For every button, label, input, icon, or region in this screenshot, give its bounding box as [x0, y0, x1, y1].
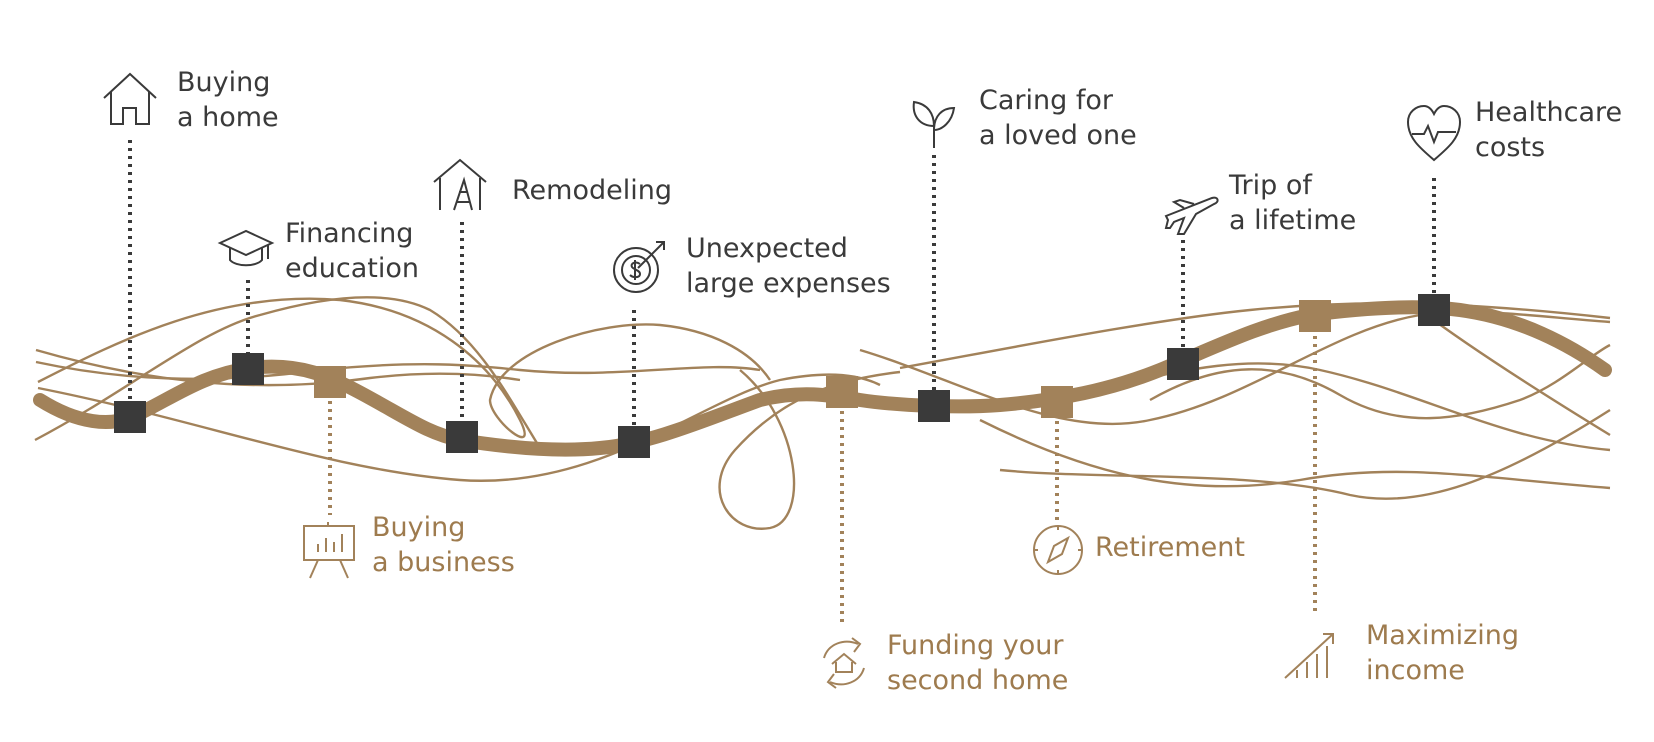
label-line: a loved one: [979, 120, 1137, 151]
label-line: a home: [177, 102, 279, 133]
label-buying-home: Buying a home: [177, 65, 279, 135]
marker-buying-home: [114, 401, 146, 433]
label-line: education: [285, 253, 419, 284]
ladder-house-icon: [433, 158, 487, 211]
marker-buying-business: [314, 366, 346, 398]
label-line: Maximizing: [1366, 620, 1520, 651]
label-line: second home: [887, 665, 1069, 696]
airplane-icon: [1164, 196, 1219, 235]
label-healthcare-costs: Healthcare costs: [1475, 95, 1622, 165]
thread: [37, 373, 881, 482]
compass-icon: [1033, 525, 1083, 575]
sprout-icon: [912, 100, 956, 148]
label-line: Healthcare: [1475, 97, 1623, 128]
label-line: large expenses: [686, 268, 891, 299]
label-funding-second-home: Funding your second home: [887, 628, 1068, 698]
label-caring-loved-one: Caring for a loved one: [979, 83, 1137, 153]
marker-caring: [918, 390, 950, 422]
marker-retirement: [1041, 386, 1073, 418]
thread: [999, 408, 1611, 500]
label-financing-education: Financing education: [285, 216, 419, 286]
heart-pulse-icon: [1406, 104, 1462, 162]
thread: [1149, 343, 1611, 420]
label-trip-of-lifetime: Trip of a lifetime: [1229, 168, 1356, 238]
label-unexpected-expenses: Unexpected large expenses: [686, 231, 891, 301]
label-line: Funding your: [887, 630, 1064, 661]
marker-financing-edu: [232, 353, 264, 385]
marker-trip: [1167, 348, 1199, 380]
label-line: Remodeling: [512, 175, 672, 206]
growth-chart-icon: [1284, 633, 1334, 679]
gold-connectors: [328, 320, 1317, 625]
label-line: a business: [372, 547, 515, 578]
marker-second-home: [826, 376, 858, 408]
house-icon: [103, 72, 157, 125]
label-maximizing-income: Maximizing income: [1366, 618, 1519, 688]
thread: [979, 418, 1611, 490]
label-line: Trip of: [1229, 170, 1312, 201]
marker-max-income: [1299, 300, 1331, 332]
graduation-cap-icon: [217, 229, 275, 267]
label-line: Financing: [285, 218, 414, 249]
label-retirement: Retirement: [1095, 530, 1245, 565]
label-remodeling: Remodeling: [512, 173, 672, 208]
cycle-home-icon: [823, 637, 865, 689]
target-dollar-icon: [613, 241, 665, 293]
marker-remodeling: [446, 421, 478, 453]
markers: [114, 294, 1450, 458]
label-line: Unexpected: [686, 233, 848, 264]
easel-chart-icon: [303, 522, 355, 579]
label-line: costs: [1475, 132, 1546, 163]
label-line: Caring for: [979, 85, 1113, 116]
marker-unexpected: [618, 426, 650, 458]
label-line: a lifetime: [1229, 205, 1357, 236]
marker-healthcare: [1418, 294, 1450, 326]
background-threads: [34, 296, 1611, 530]
label-line: Retirement: [1095, 532, 1245, 563]
label-line: income: [1366, 655, 1465, 686]
label-line: Buying: [177, 67, 271, 98]
label-line: Buying: [372, 512, 466, 543]
label-buying-business: Buying a business: [372, 510, 515, 580]
thread: [37, 297, 771, 439]
